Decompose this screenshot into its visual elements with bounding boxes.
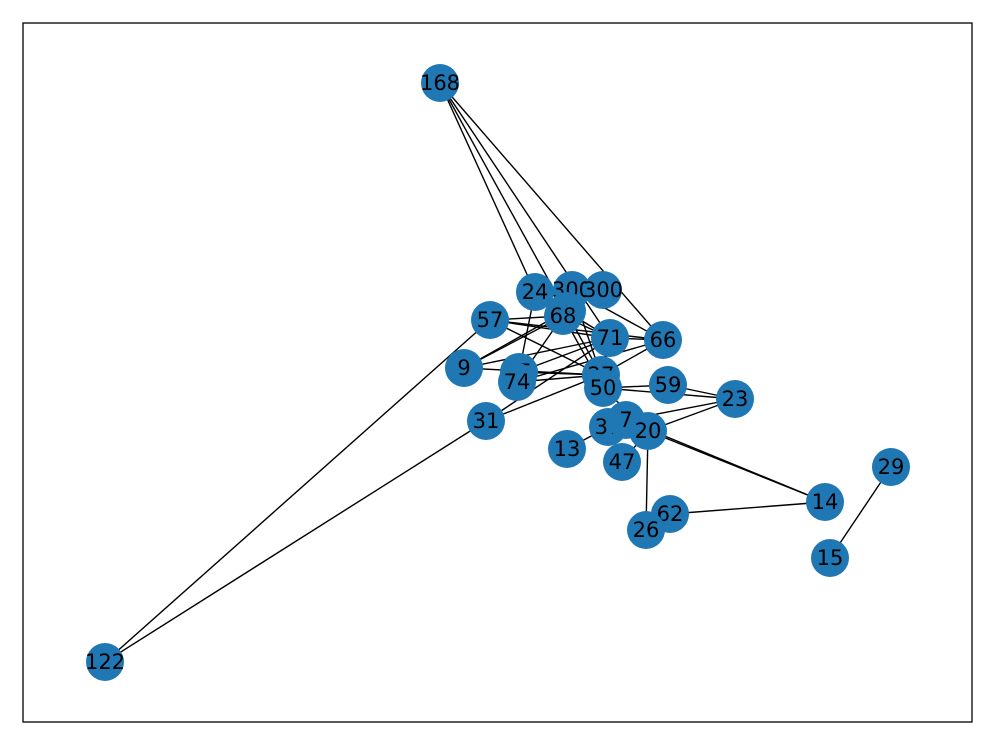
node-circle-71 bbox=[591, 319, 629, 357]
node-circle-13b bbox=[548, 430, 586, 468]
node-label-71: 71 bbox=[597, 326, 624, 350]
edge-57-122 bbox=[104, 319, 491, 663]
edge-168-24 bbox=[439, 82, 536, 293]
node-label-122: 122 bbox=[85, 650, 125, 674]
node-68: 68 bbox=[544, 297, 582, 335]
node-300b: 300 bbox=[583, 271, 623, 309]
edge-168-66 bbox=[439, 82, 664, 341]
node-label-68: 68 bbox=[550, 304, 577, 328]
node-label-13b: 13 bbox=[554, 437, 581, 461]
node-122: 122 bbox=[85, 643, 125, 681]
node-26: 26 bbox=[627, 511, 665, 549]
node-168: 168 bbox=[420, 64, 460, 102]
node-label-66: 66 bbox=[650, 328, 677, 352]
node-label-31: 31 bbox=[473, 409, 500, 433]
edge-168-27 bbox=[439, 82, 602, 376]
node-label-50: 50 bbox=[590, 376, 617, 400]
node-label-20: 20 bbox=[635, 419, 662, 443]
node-label-26: 26 bbox=[633, 518, 660, 542]
node-circle-15 bbox=[811, 539, 849, 577]
node-66: 66 bbox=[644, 321, 682, 359]
node-label-168: 168 bbox=[420, 71, 460, 95]
node-label-74: 74 bbox=[504, 370, 531, 394]
node-9: 9 bbox=[445, 349, 483, 387]
node-circle-300b bbox=[584, 271, 622, 309]
edge-27-31 bbox=[485, 374, 602, 422]
node-circle-122 bbox=[86, 643, 124, 681]
node-circle-20 bbox=[629, 412, 667, 450]
node-14: 14 bbox=[806, 483, 844, 521]
node-31: 31 bbox=[467, 402, 505, 440]
node-29: 29 bbox=[872, 448, 910, 486]
node-57: 57 bbox=[471, 301, 509, 339]
edge-57-66 bbox=[489, 319, 664, 341]
node-label-300b: 300 bbox=[583, 278, 623, 302]
node-47: 47 bbox=[603, 443, 641, 481]
node-circle-168 bbox=[421, 64, 459, 102]
node-circle-31 bbox=[467, 402, 505, 440]
node-24: 24 bbox=[516, 273, 554, 311]
edge-57-27 bbox=[489, 319, 602, 376]
edge-31-71 bbox=[485, 337, 611, 422]
node-74: 74 bbox=[498, 363, 536, 401]
node-label-14: 14 bbox=[812, 490, 839, 514]
node-circle-26 bbox=[627, 511, 665, 549]
node-circle-59 bbox=[649, 366, 687, 404]
plot-frame bbox=[22, 22, 973, 723]
node-23: 23 bbox=[716, 380, 754, 418]
node-circle-24 bbox=[516, 273, 554, 311]
edge-31-122 bbox=[104, 420, 487, 663]
node-label-29: 29 bbox=[878, 455, 905, 479]
edge-71-9 bbox=[463, 337, 611, 369]
node-label-9: 9 bbox=[457, 356, 470, 380]
node-label-57: 57 bbox=[477, 308, 504, 332]
node-circle-23 bbox=[716, 380, 754, 418]
node-label-15: 15 bbox=[817, 546, 844, 570]
node-circle-9 bbox=[445, 349, 483, 387]
node-circle-66 bbox=[644, 321, 682, 359]
node-label-59: 59 bbox=[655, 373, 682, 397]
node-label-7: 7 bbox=[619, 408, 632, 432]
node-label-24: 24 bbox=[522, 280, 549, 304]
node-71: 71 bbox=[591, 319, 629, 357]
node-20: 20 bbox=[629, 412, 667, 450]
node-59: 59 bbox=[649, 366, 687, 404]
edge-layer bbox=[104, 82, 892, 663]
node-circle-68 bbox=[544, 297, 582, 335]
node-circle-47 bbox=[603, 443, 641, 481]
node-layer: 1682430030013576871669457427505923313772… bbox=[85, 64, 910, 681]
node-circle-57 bbox=[471, 301, 509, 339]
node-circle-14 bbox=[806, 483, 844, 521]
node-label-23: 23 bbox=[722, 387, 749, 411]
node-circle-50 bbox=[584, 369, 622, 407]
node-circle-74 bbox=[498, 363, 536, 401]
node-label-47: 47 bbox=[609, 450, 636, 474]
node-circle-29 bbox=[872, 448, 910, 486]
node-13b: 13 bbox=[548, 430, 586, 468]
edge-62-14 bbox=[669, 501, 826, 515]
node-50: 50 bbox=[584, 369, 622, 407]
node-15: 15 bbox=[811, 539, 849, 577]
